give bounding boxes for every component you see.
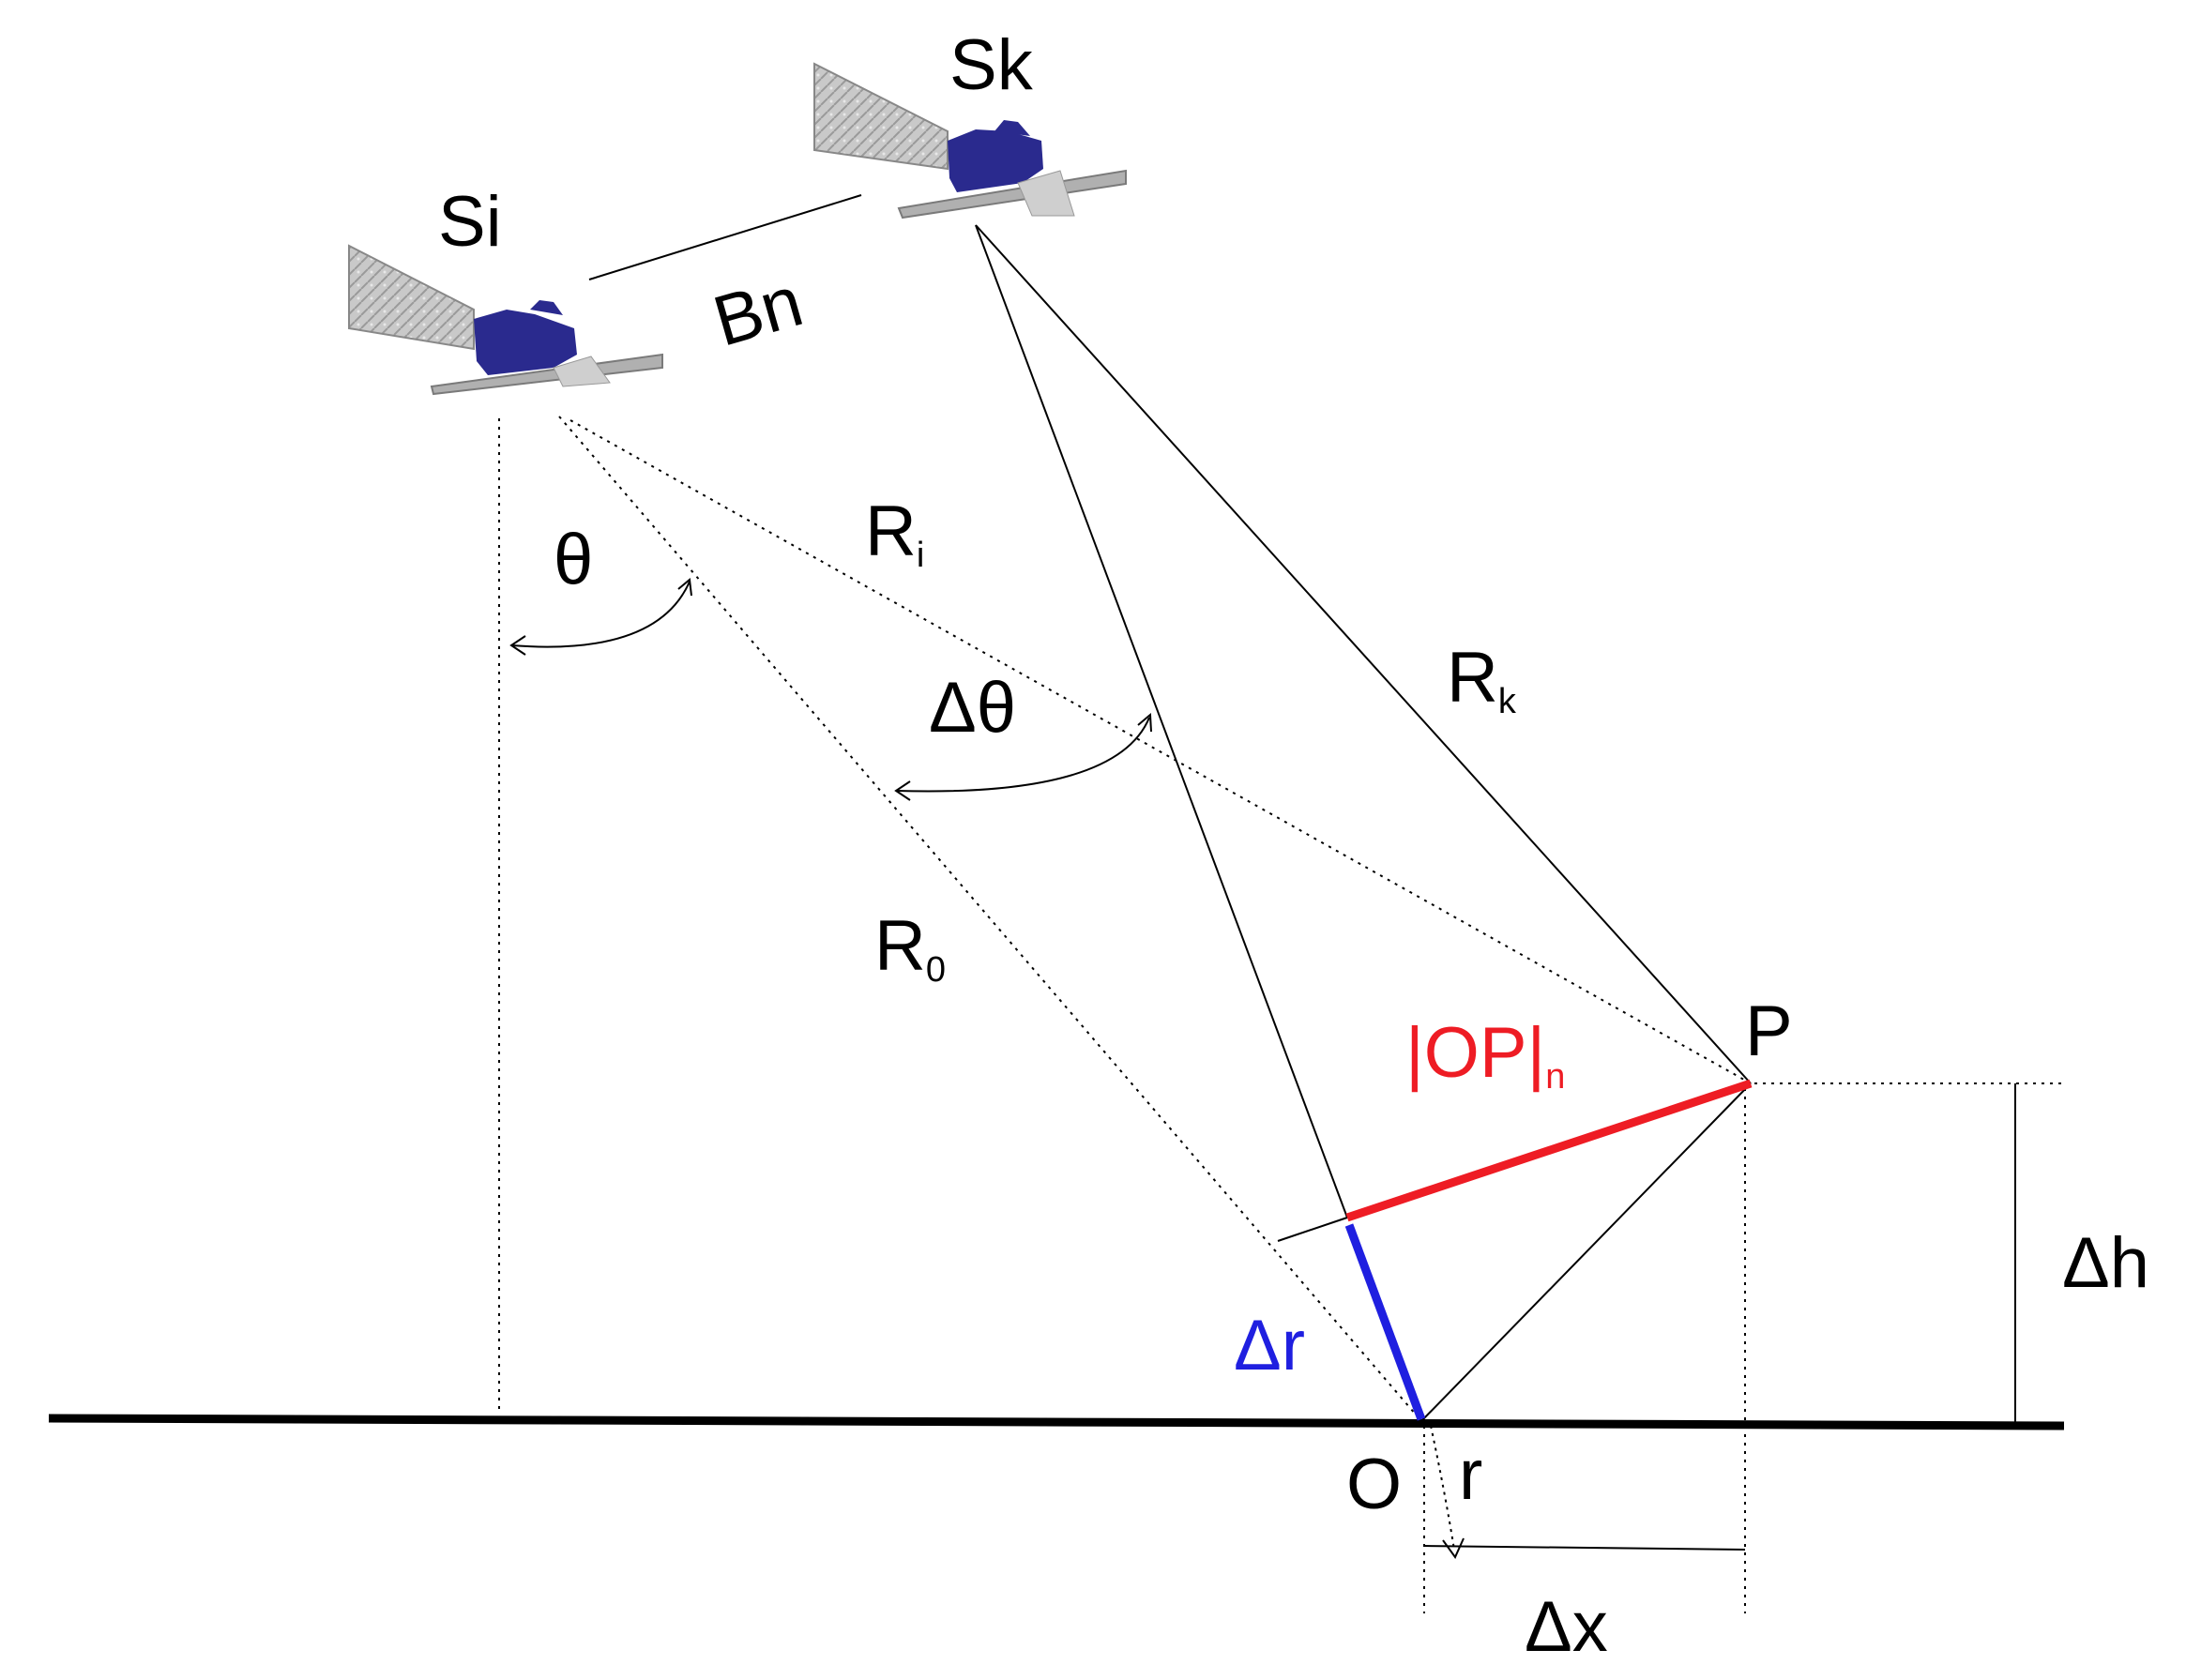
delta-theta-arc — [895, 717, 1150, 793]
ray-ri — [569, 419, 1752, 1084]
delta-x-line — [1423, 1545, 1746, 1551]
ray-rk — [975, 224, 1752, 1084]
label-r: r — [1459, 1435, 1482, 1515]
label-delta-r: Δr — [1234, 1306, 1305, 1385]
label-r0: R0 — [874, 906, 946, 990]
theta-arc — [510, 581, 691, 648]
label-ri: Ri — [865, 492, 924, 575]
label-op: |OP|n — [1405, 1013, 1565, 1097]
satellite-si-icon — [348, 244, 663, 396]
line-op — [1420, 1082, 1752, 1422]
delta-theta-arrow-right — [1137, 712, 1152, 733]
baseline-line — [588, 194, 862, 280]
ray-r0 — [558, 416, 1422, 1422]
label-delta-theta: Δθ — [929, 668, 1016, 748]
r-arc — [1430, 1425, 1455, 1551]
delta-theta-arrow-left — [894, 780, 911, 801]
delta-r-segment — [1344, 1223, 1426, 1421]
label-delta-x: Δx — [1525, 1587, 1608, 1667]
ray-sk-foot — [975, 224, 1348, 1218]
op-segment — [1345, 1079, 1753, 1222]
label-sk: Sk — [949, 25, 1034, 105]
label-o: O — [1346, 1445, 1402, 1524]
label-bn: Bn — [706, 262, 812, 362]
label-theta: θ — [554, 520, 593, 599]
label-si: Si — [438, 182, 502, 262]
ground-line — [48, 1414, 2065, 1430]
label-rk: Rk — [1447, 638, 1517, 721]
perp-extension — [1277, 1217, 1348, 1242]
label-delta-h: Δh — [2062, 1223, 2149, 1303]
satellite-sk-icon — [813, 62, 1127, 219]
theta-arrow-left — [509, 635, 526, 656]
r-arrowhead — [1442, 1537, 1465, 1559]
label-p: P — [1745, 991, 1793, 1071]
theta-arrow-right — [677, 578, 692, 597]
